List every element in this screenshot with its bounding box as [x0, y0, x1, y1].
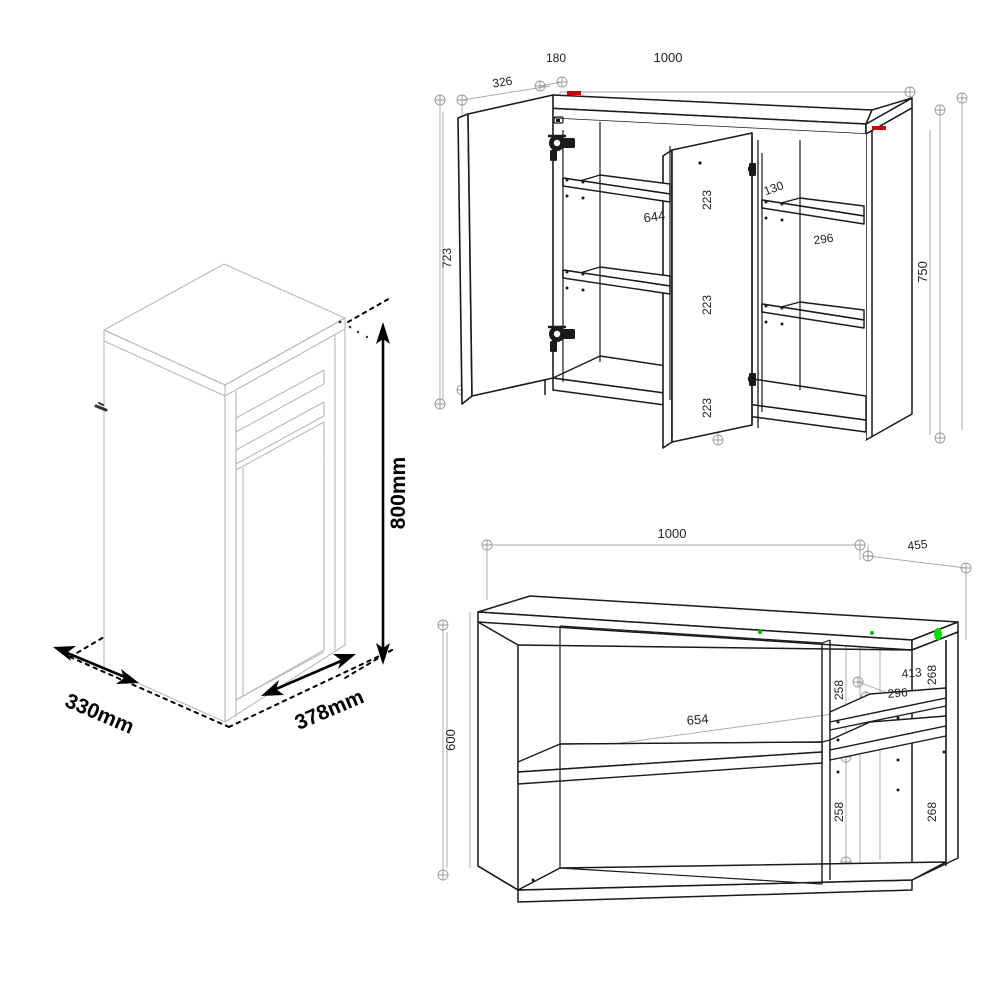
iso-rail-top [235, 401, 325, 451]
red-mark-left [567, 91, 581, 95]
upper-left-door-face [467, 94, 554, 397]
iso-rail-bottom [235, 415, 325, 465]
red-mark-right [872, 126, 886, 130]
upper-right-side-panel [865, 107, 913, 441]
dimension-label-223-mid: 223 [700, 295, 714, 315]
cam-fitting-top [553, 116, 564, 124]
dimension-label-296-upper: 296 [813, 231, 835, 248]
dimension-label-800mm: 800mm [387, 457, 410, 529]
lower-cabinet-carcass [477, 595, 959, 903]
dimension-label-1000-upper: 1000 [654, 50, 683, 65]
dimension-label-326: 326 [491, 74, 513, 91]
dimension-label-268-upper: 268 [925, 665, 939, 685]
dimension-label-654: 654 [686, 711, 709, 728]
dimension-label-268-lower: 268 [925, 802, 939, 822]
iso-cabinet-body [103, 263, 346, 723]
dimension-label-130: 130 [762, 178, 786, 198]
iso-lower-door-face [235, 421, 325, 701]
lower-cabinet-dowel-dots [531, 716, 946, 882]
upper-centre-door-face [671, 132, 753, 443]
iso-base-line [235, 651, 325, 701]
iso-dimension-guides [69, 296, 393, 728]
green-mark-large [934, 628, 942, 640]
lower-interior-edges [559, 625, 947, 885]
iso-top-panel-right-edge [224, 317, 346, 397]
dimension-width-378-shaft [268, 656, 349, 694]
dimension-label-223-bottom: 223 [700, 398, 714, 418]
dimension-width-378-arrow-a [333, 654, 356, 669]
dimension-height-800-arrow-up [376, 322, 390, 344]
iso-right-side [224, 329, 346, 723]
lower-left-side-panel [477, 621, 519, 891]
dimension-height-800-arrow-down [376, 643, 390, 665]
iso-shelf-top-line [235, 369, 325, 419]
dimension-height-800: 800mm [376, 322, 410, 665]
lower-front-top-rail [517, 644, 913, 651]
dimension-label-413: 413 [901, 665, 922, 681]
lower-left-side-bottom [477, 865, 519, 891]
green-mark-small [757, 629, 763, 635]
iso-shelf-bottom-line [235, 383, 325, 433]
lower-main-shelf-top [517, 741, 823, 773]
guide-left-up [69, 636, 105, 658]
lower-cabinet-view: 1000 455 600 654 258 258 413 296 268 268 [437, 526, 972, 903]
lower-main-shelf-front [517, 751, 823, 785]
dimension-depth-330-shaft [59, 648, 133, 682]
dimension-depth-330-arrow-b [116, 669, 139, 684]
dimension-label-258-upper: 258 [832, 680, 846, 700]
upper-door-hinges [548, 116, 757, 386]
dimension-depth-330-arrow-a [53, 646, 76, 661]
dimension-width-378-arrow-b [261, 680, 284, 696]
dimension-label-296-lower: 296 [887, 685, 908, 701]
dimension-label-644: 644 [643, 208, 667, 226]
dimension-label-600: 600 [443, 729, 458, 751]
upper-cabinet-view: 1000 326 180 723 750 644 223 223 223 130… [434, 50, 968, 449]
hinge-bottom-centre [747, 373, 757, 386]
dimension-label-1000-lower: 1000 [658, 526, 687, 541]
hinge-bottom-left [548, 325, 575, 352]
dimension-label-750: 750 [915, 261, 930, 283]
iso-hardware-mark [94, 402, 108, 412]
guide-top-right [347, 296, 393, 323]
iso-hardware-dots [338, 320, 369, 339]
dimension-label-180: 180 [546, 51, 566, 65]
upper-cabinet-red-marks [567, 91, 886, 130]
dimension-label-223-top: 223 [700, 190, 714, 210]
dimension-label-723: 723 [440, 248, 454, 268]
lower-main-shelf [517, 741, 823, 785]
green-mark-mid [870, 631, 874, 635]
upper-interior-edges [562, 122, 801, 412]
lower-cabinet-green-marks [757, 628, 942, 640]
hinge-top-centre [747, 163, 757, 176]
upper-cabinet-dowel-dots [565, 161, 784, 326]
upper-top-panel-corner [865, 97, 913, 125]
dim-455-line [867, 555, 967, 569]
guide-base-left [69, 656, 230, 728]
hinge-top-left [548, 134, 575, 161]
dimension-label-455: 455 [907, 537, 929, 553]
upper-left-door[interactable] [457, 94, 554, 405]
dimension-label-258-lower: 258 [832, 802, 846, 822]
dim-180-line [539, 81, 563, 87]
